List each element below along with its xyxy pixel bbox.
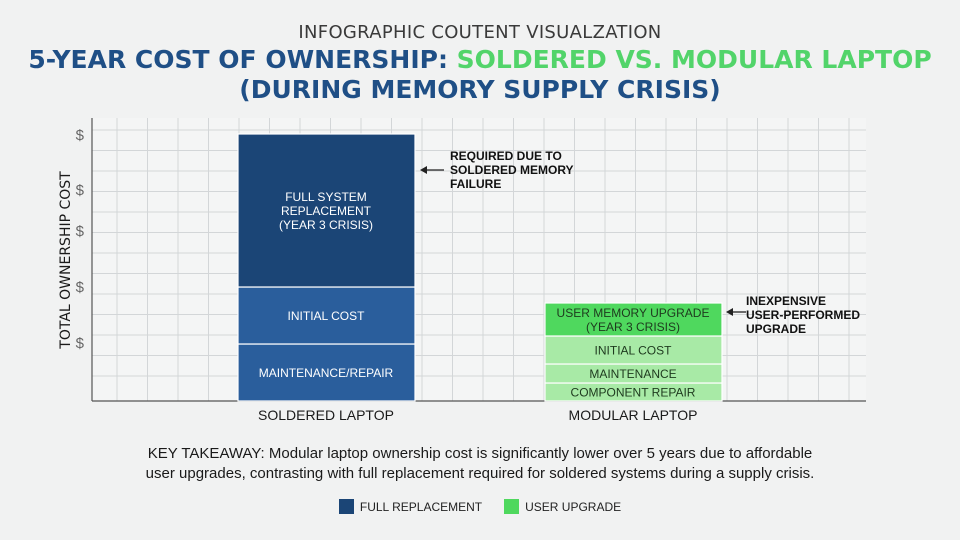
bar-segment-label: INITIAL COST [288,309,366,323]
takeaway-line-1: KEY TAKEAWAY: Modular laptop ownership c… [147,445,813,462]
legend-item-full-replacement: FULL REPLACEMENT [338,499,483,514]
annotation-arrow-head [420,166,427,174]
legend-label-full-replacement: FULL REPLACEMENT [359,499,483,514]
bar-segment [237,343,416,402]
bar-segment-label: COMPONENT REPAIR [571,386,696,400]
y-tick-label: $ [76,127,85,144]
annotation-text: FAILURE [450,177,501,191]
bar-segment [237,286,416,345]
key-takeaway: KEY TAKEAWAY: Modular laptop ownership c… [130,444,830,484]
bar-segment-label: (YEAR 3 CRISIS) [279,218,373,232]
annotation-arrow-head [726,308,733,316]
y-tick-label: $ [76,335,85,352]
bar-segment [544,335,723,365]
y-axis-label: TOTAL OWNERSHIP COST [58,171,74,350]
bar-segment-label: MAINTENANCE/REPAIR [259,366,394,380]
title-part-1: 5-YEAR COST OF OWNERSHIP: [28,45,457,74]
legend: FULL REPLACEMENT USER UPGRADE [0,499,960,514]
plot-area [92,118,866,401]
bar-segment [237,133,416,288]
legend-item-user-upgrade: USER UPGRADE [504,499,621,514]
annotation-text: REQUIRED DUE TO [450,149,562,163]
legend-swatch-full-replacement [338,499,354,514]
takeaway-line-2: user upgrades, contrasting with full rep… [145,465,815,482]
bar-segment-label: USER MEMORY UPGRADE [557,306,710,320]
stacked-bar-chart: $$$$$TOTAL OWNERSHIP COSTMAINTENANCE/REP… [58,118,866,423]
title-part-2: SOLDERED VS. MODULAR LAPTOP [456,45,932,74]
y-tick-label: $ [76,223,85,240]
legend-label-user-upgrade: USER UPGRADE [525,499,622,514]
annotation-text: UPGRADE [746,322,806,336]
chart-title: 5-YEAR COST OF OWNERSHIP: SOLDERED VS. M… [0,45,960,74]
annotation-text: SOLDERED MEMORY [450,163,574,177]
bar-segment-label: INITIAL COST [595,344,673,358]
x-tick-label: MODULAR LAPTOP [569,407,698,423]
annotation-text: USER-PERFORMED [746,308,860,322]
bar-segment-label: (YEAR 3 CRISIS) [586,320,680,334]
y-tick-label: $ [76,279,85,296]
bar-segment-label: REPLACEMENT [281,204,372,218]
chart-title-line-2: (DURING MEMORY SUPPLY CRISIS) [239,75,721,104]
legend-swatch-user-upgrade [504,499,520,514]
annotation-text: INEXPENSIVE [746,294,826,308]
x-tick-label: SOLDERED LAPTOP [258,407,394,423]
bar-segment [544,302,723,337]
y-tick-label: $ [76,182,85,199]
bar-segment-label: FULL SYSTEM [285,190,367,204]
kicker-text: INFOGRAPHIC COUTENT VISUALZATION [298,22,662,43]
bar-segment-label: MAINTENANCE [589,367,676,381]
